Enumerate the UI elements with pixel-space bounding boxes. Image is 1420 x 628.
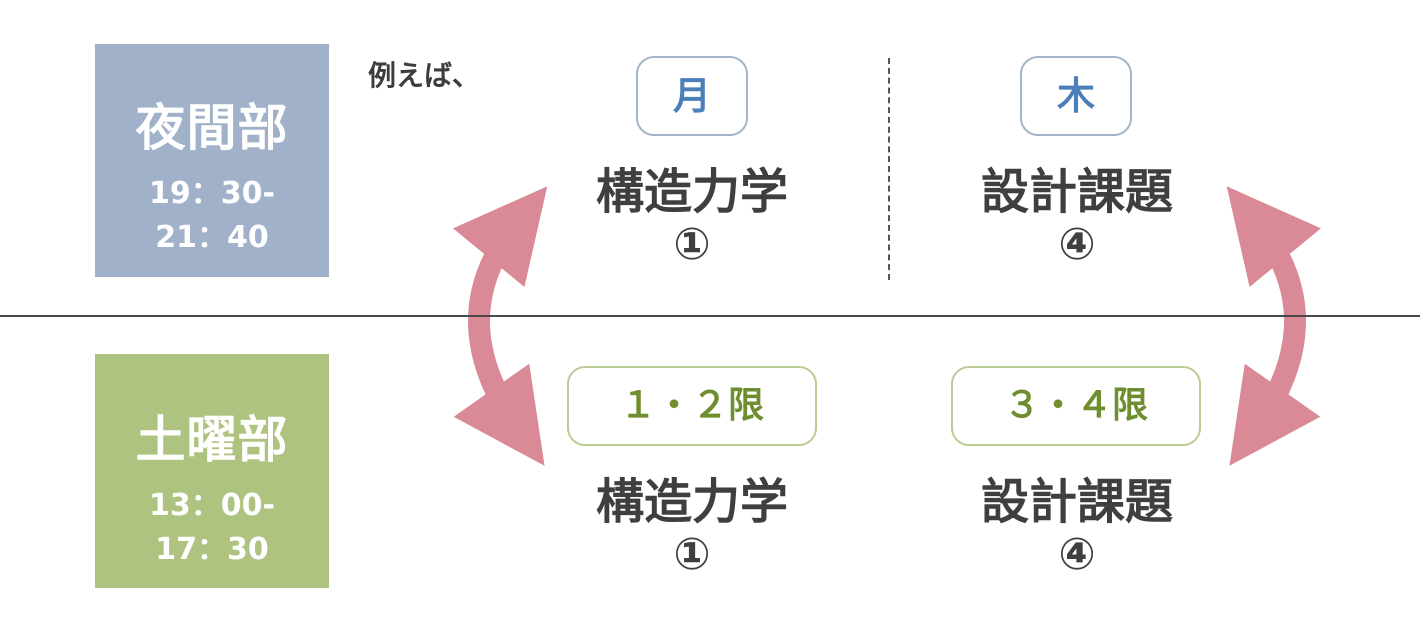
section-divider (0, 315, 1420, 317)
night-subject-2: 設計課題 ④ (917, 164, 1237, 270)
saturday-time-start: 13：00- (149, 488, 275, 523)
night-session-time: 19：30- 21：40 (95, 172, 329, 260)
night-time-end: 21：40 (155, 220, 269, 255)
saturday-subject-1: 構造力学 ① (532, 474, 852, 580)
saturday-session-time: 13：00- 17：30 (95, 484, 329, 572)
period-pill-3-4: ３・４限 (951, 366, 1201, 446)
night-session-name: 夜間部 (135, 99, 289, 157)
night-subject-2-number: ④ (1058, 219, 1096, 270)
saturday-time-end: 17：30 (155, 532, 269, 567)
saturday-session-box: 土曜部 13：00- 17：30 (95, 354, 329, 588)
day-pill-monday: 月 (636, 56, 748, 136)
night-time-start: 19：30- (149, 176, 275, 211)
saturday-subject-2-number: ④ (1058, 529, 1096, 580)
period-pill-1-2: １・２限 (567, 366, 817, 446)
saturday-subject-2: 設計課題 ④ (917, 474, 1237, 580)
saturday-subject-1-name: 構造力学 (595, 474, 788, 530)
saturday-subject-1-number: ① (673, 529, 711, 580)
night-session-box: 夜間部 19：30- 21：40 (95, 44, 329, 277)
night-subject-1: 構造力学 ① (532, 164, 852, 270)
day-divider (888, 58, 890, 280)
right-double-arrow (1226, 186, 1322, 466)
day-pill-thursday: 木 (1020, 56, 1132, 136)
left-double-arrow (452, 186, 548, 466)
night-subject-2-name: 設計課題 (980, 164, 1173, 220)
night-subject-1-number: ① (673, 219, 711, 270)
saturday-subject-2-name: 設計課題 (980, 474, 1173, 530)
example-label: 例えば、 (368, 59, 481, 92)
night-subject-1-name: 構造力学 (595, 164, 788, 220)
saturday-session-name: 土曜部 (135, 411, 289, 469)
